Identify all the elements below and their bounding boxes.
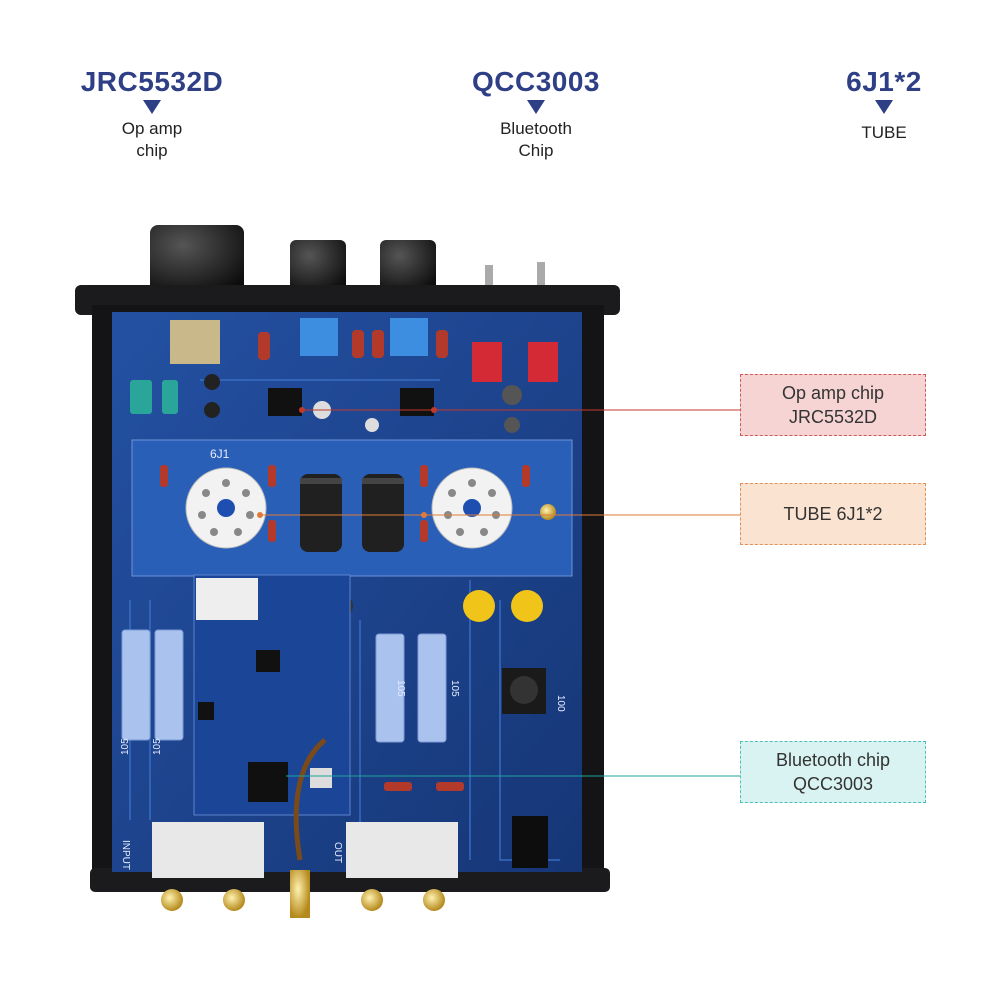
down-arrow-icon xyxy=(527,100,545,114)
capacitor xyxy=(463,590,495,622)
spec-jrc5532d: JRC5532D Op amp chip xyxy=(42,66,262,162)
potentiometer xyxy=(390,318,428,356)
down-arrow-icon xyxy=(143,100,161,114)
cap-label: 105 xyxy=(395,680,406,697)
rca-terminal-block xyxy=(152,822,458,878)
toggle-switch xyxy=(472,342,502,382)
potentiometer xyxy=(300,318,338,356)
spec-name: JRC5532D xyxy=(80,66,224,97)
resistors xyxy=(160,330,530,791)
antenna-connector xyxy=(290,870,310,918)
down-arrow-icon xyxy=(875,100,893,114)
tube-board-label: 6J1 xyxy=(210,447,230,461)
bluetooth-chip xyxy=(248,762,288,802)
treble-knob xyxy=(380,240,436,292)
capacitor xyxy=(362,474,404,552)
relay xyxy=(196,578,258,620)
callout-text: TUBE 6J1*2 xyxy=(783,504,883,524)
callout-text: Bluetooth chip QCC3003 xyxy=(775,750,891,794)
bass-knob xyxy=(290,240,346,292)
spec-desc: Op amp chip xyxy=(121,119,183,160)
callout-opamp: Op amp chip JRC5532D xyxy=(740,374,926,436)
op-amp-chip xyxy=(400,388,434,416)
volume-knob xyxy=(150,225,244,293)
input-label: INPUT xyxy=(120,840,131,870)
antenna-wire xyxy=(293,738,327,861)
tube-socket-left xyxy=(185,467,267,549)
spec-name: QCC3003 xyxy=(471,66,600,97)
toggle-lever xyxy=(485,265,493,295)
op-amp-chip xyxy=(268,388,302,416)
spec-6j1: 6J1*2 TUBE xyxy=(774,66,994,144)
cap-label: 105 xyxy=(449,680,460,697)
rca-jacks xyxy=(161,889,445,911)
out-label: OUT xyxy=(332,842,343,863)
spec-qcc3003: QCC3003 Bluetooth Chip xyxy=(426,66,646,162)
callout-bluetooth: Bluetooth chip QCC3003 xyxy=(740,741,926,803)
toggle-lever xyxy=(537,262,545,294)
volume-pot xyxy=(170,320,220,364)
cap-label: 105 xyxy=(120,738,131,755)
spec-desc: TUBE xyxy=(861,123,907,142)
dc-jack xyxy=(512,816,548,868)
toggle-switch xyxy=(528,342,558,382)
inductor-label: 100 xyxy=(555,695,566,712)
spec-name: 6J1*2 xyxy=(846,66,922,97)
tube-socket-right xyxy=(431,467,513,549)
film-capacitors xyxy=(121,629,447,743)
capacitor xyxy=(300,474,342,552)
capacitor xyxy=(511,590,543,622)
ic-chip xyxy=(256,650,280,672)
spec-desc: Bluetooth Chip xyxy=(500,119,572,160)
callout-text: Op amp chip JRC5532D xyxy=(781,383,885,427)
cap-label: 105 xyxy=(152,738,163,755)
callout-tube: TUBE 6J1*2 xyxy=(740,483,926,545)
